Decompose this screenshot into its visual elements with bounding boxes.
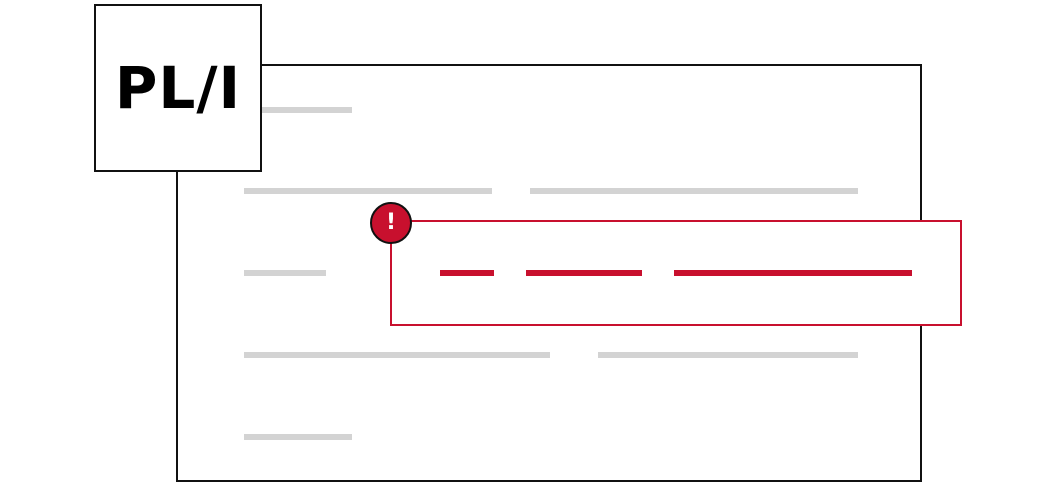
exclamation-glyph: ! — [385, 210, 397, 235]
code-line-placeholder — [262, 107, 352, 113]
language-label: PL/I — [114, 54, 242, 122]
code-line-placeholder — [244, 434, 352, 440]
code-line-placeholder — [598, 352, 858, 358]
code-line-placeholder — [244, 352, 550, 358]
code-line-placeholder — [530, 188, 858, 194]
exclamation-icon: ! — [370, 202, 412, 244]
error-code-segment — [674, 270, 912, 276]
language-badge: PL/I — [94, 4, 262, 172]
error-highlight-box — [390, 220, 962, 326]
error-code-segment — [526, 270, 642, 276]
code-line-placeholder — [244, 270, 326, 276]
error-code-segment — [440, 270, 494, 276]
code-line-placeholder — [244, 188, 492, 194]
